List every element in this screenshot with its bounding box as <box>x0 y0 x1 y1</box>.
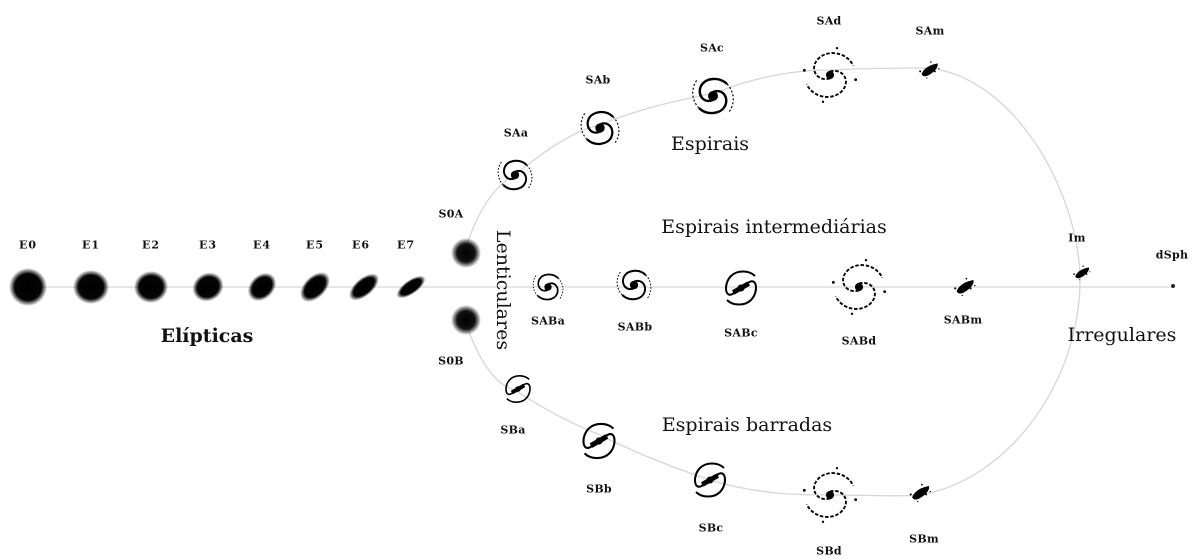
group-title-intermediarias: Espirais intermediárias <box>661 216 887 238</box>
galaxy-e4 <box>247 272 277 302</box>
irregular-galaxies <box>1073 265 1175 288</box>
lenticular-galaxies <box>451 238 481 335</box>
label-e0: E0 <box>18 238 38 252</box>
galaxy-e2 <box>134 270 168 304</box>
galaxy-sad <box>802 46 858 104</box>
label-e3: E3 <box>198 238 218 252</box>
galaxy-sbb <box>582 422 616 460</box>
galaxy-s0a <box>451 238 481 268</box>
spiral-arc <box>464 67 1081 496</box>
label-e6: E6 <box>351 238 371 252</box>
label-sam: SAm <box>915 24 945 38</box>
label-sbm: SBm <box>909 532 939 546</box>
label-saba: SABa <box>530 314 566 328</box>
galaxy-e0 <box>9 268 47 306</box>
label-dsph: dSph <box>1155 248 1189 262</box>
label-sbc: SBc <box>698 521 724 535</box>
galaxy-im <box>1073 265 1091 281</box>
label-e7: E7 <box>396 238 416 252</box>
galaxy-sba <box>505 374 531 404</box>
label-s0b: S0B <box>438 354 464 368</box>
label-sbd: SBd <box>816 544 842 558</box>
label-sba: SBa <box>500 423 526 437</box>
galaxy-sabc <box>724 270 758 306</box>
label-im: Im <box>1068 231 1086 245</box>
label-e4: E4 <box>252 238 272 252</box>
label-sab: SAb <box>585 73 611 87</box>
galaxy-sabb <box>616 269 652 301</box>
galaxy-e5 <box>300 272 330 302</box>
label-sad: SAd <box>816 14 842 28</box>
galaxy-e1 <box>73 270 109 304</box>
galaxy-sbc <box>693 462 727 498</box>
label-sabd: SABd <box>841 334 877 348</box>
connector-lines <box>28 67 1170 497</box>
group-title-barradas: Espirais barradas <box>661 414 833 436</box>
barred-galaxies <box>505 374 931 524</box>
galaxy-sab <box>579 110 621 146</box>
label-s0a: S0A <box>438 207 464 221</box>
label-sabm: SABm <box>943 313 983 327</box>
group-title-lenticulares: Lenticulares <box>492 229 514 351</box>
group-title-elipticas: Elípticas <box>160 325 254 347</box>
galaxy-dsph <box>1171 284 1175 288</box>
galaxy-e6 <box>349 273 379 301</box>
elliptical-galaxies <box>9 268 426 306</box>
label-saa: SAa <box>503 126 529 140</box>
group-title-irregulares: Irregulares <box>1067 324 1177 346</box>
galaxy-s0b <box>451 305 481 335</box>
label-sabb: SABb <box>617 320 653 334</box>
label-sac: SAc <box>699 41 725 55</box>
group-title-espirais: Espirais <box>670 133 750 155</box>
label-e2: E2 <box>141 238 161 252</box>
galaxy-e3 <box>192 272 224 302</box>
galaxy-sam <box>919 61 940 79</box>
label-sbb: SBb <box>586 482 612 496</box>
label-sabc: SABc <box>724 326 758 340</box>
barred-arc <box>464 319 921 497</box>
galaxy-e7 <box>396 275 426 299</box>
label-e5: E5 <box>305 238 325 252</box>
galaxy-saa <box>497 159 533 191</box>
label-e1: E1 <box>81 238 101 252</box>
